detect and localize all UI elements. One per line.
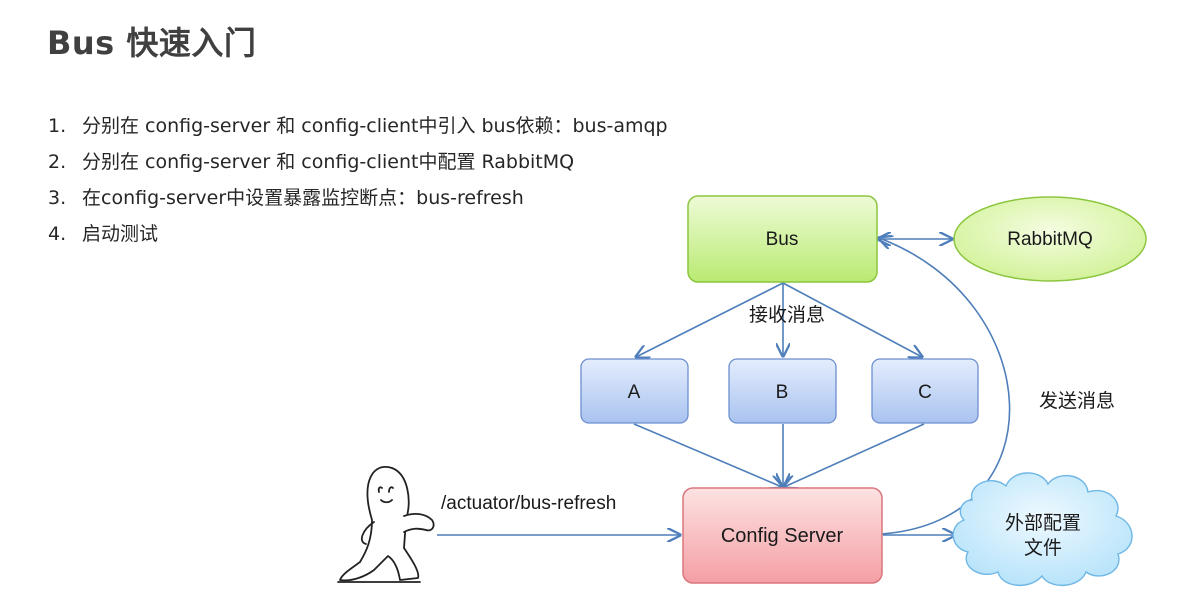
client-node-c-label: C bbox=[918, 382, 932, 403]
config-file-label-line1: 外部配置 bbox=[1005, 512, 1081, 534]
arrow-a-to-server bbox=[633, 423, 782, 487]
user-figure-icon bbox=[337, 466, 435, 583]
config-file-label-line2: 文件 bbox=[1024, 537, 1062, 559]
rabbitmq-node: RabbitMQ bbox=[953, 196, 1147, 282]
client-node-b-label: B bbox=[776, 382, 789, 403]
config-server-node: Config Server bbox=[682, 487, 883, 584]
step-text: 分别在 config-server 和 config-client中配置 Rab… bbox=[82, 151, 575, 173]
config-file-cloud: 外部配置 文件 bbox=[952, 472, 1133, 586]
arrow-bus-to-c bbox=[782, 282, 922, 357]
bus-node-label: Bus bbox=[766, 229, 799, 250]
connector-lines bbox=[437, 238, 1011, 535]
step-text: 分别在 config-server 和 config-client中引入 bus… bbox=[82, 115, 668, 137]
step-item: 2. 分别在 config-server 和 config-client中配置 … bbox=[48, 144, 668, 180]
step-number: 4. bbox=[48, 223, 67, 245]
step-text: 启动测试 bbox=[82, 223, 159, 245]
step-text: 在config-server中设置暴露监控断点：bus-refresh bbox=[82, 187, 524, 209]
client-node-a: A bbox=[580, 358, 689, 424]
client-node-b: B bbox=[728, 358, 837, 424]
rabbitmq-node-label: RabbitMQ bbox=[1007, 229, 1093, 250]
arrow-server-to-bus-curve bbox=[879, 238, 1011, 535]
config-server-label: Config Server bbox=[721, 525, 844, 547]
step-number: 2. bbox=[48, 151, 67, 173]
send-message-label: 发送消息 bbox=[1039, 390, 1115, 412]
arrow-bus-to-a bbox=[636, 282, 784, 357]
step-item: 1. 分别在 config-server 和 config-client中引入 … bbox=[48, 108, 668, 144]
arrow-c-to-server bbox=[784, 423, 925, 487]
step-item: 4. 启动测试 bbox=[48, 216, 668, 252]
steps-list: 1. 分别在 config-server 和 config-client中引入 … bbox=[48, 108, 668, 252]
slide-title: Bus 快速入门 bbox=[47, 24, 257, 62]
client-node-a-label: A bbox=[628, 382, 641, 403]
step-item: 3. 在config-server中设置暴露监控断点：bus-refresh bbox=[48, 180, 668, 216]
step-number: 1. bbox=[48, 115, 67, 137]
bus-node: Bus bbox=[687, 195, 878, 283]
client-node-c: C bbox=[871, 358, 979, 424]
endpoint-label: /actuator/bus-refresh bbox=[441, 493, 616, 514]
receive-message-label: 接收消息 bbox=[749, 304, 825, 326]
step-number: 3. bbox=[48, 187, 67, 209]
